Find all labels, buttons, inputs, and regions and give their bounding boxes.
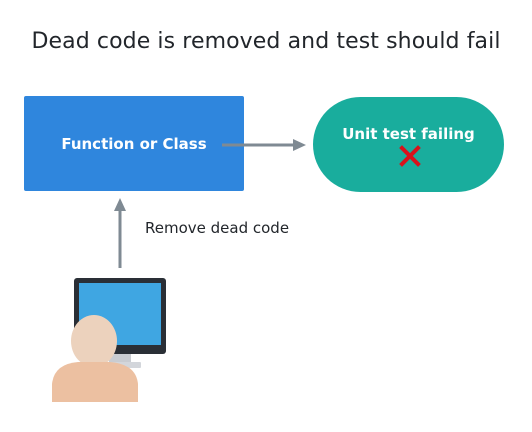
diagram-title: Dead code is removed and test should fai… — [31, 29, 501, 54]
x-icon — [399, 145, 421, 167]
unit-test-pill: Unit test failing — [313, 97, 504, 192]
unit-test-label: Unit test failing — [342, 125, 475, 143]
developer-at-computer-icon — [52, 278, 166, 402]
arrow-remove-code — [114, 198, 126, 268]
function-box-label: Function or Class — [61, 134, 207, 153]
function-or-class-box: Function or Class — [24, 96, 244, 191]
remove-dead-code-label: Remove dead code — [145, 219, 290, 237]
arrow-to-test — [222, 139, 306, 151]
